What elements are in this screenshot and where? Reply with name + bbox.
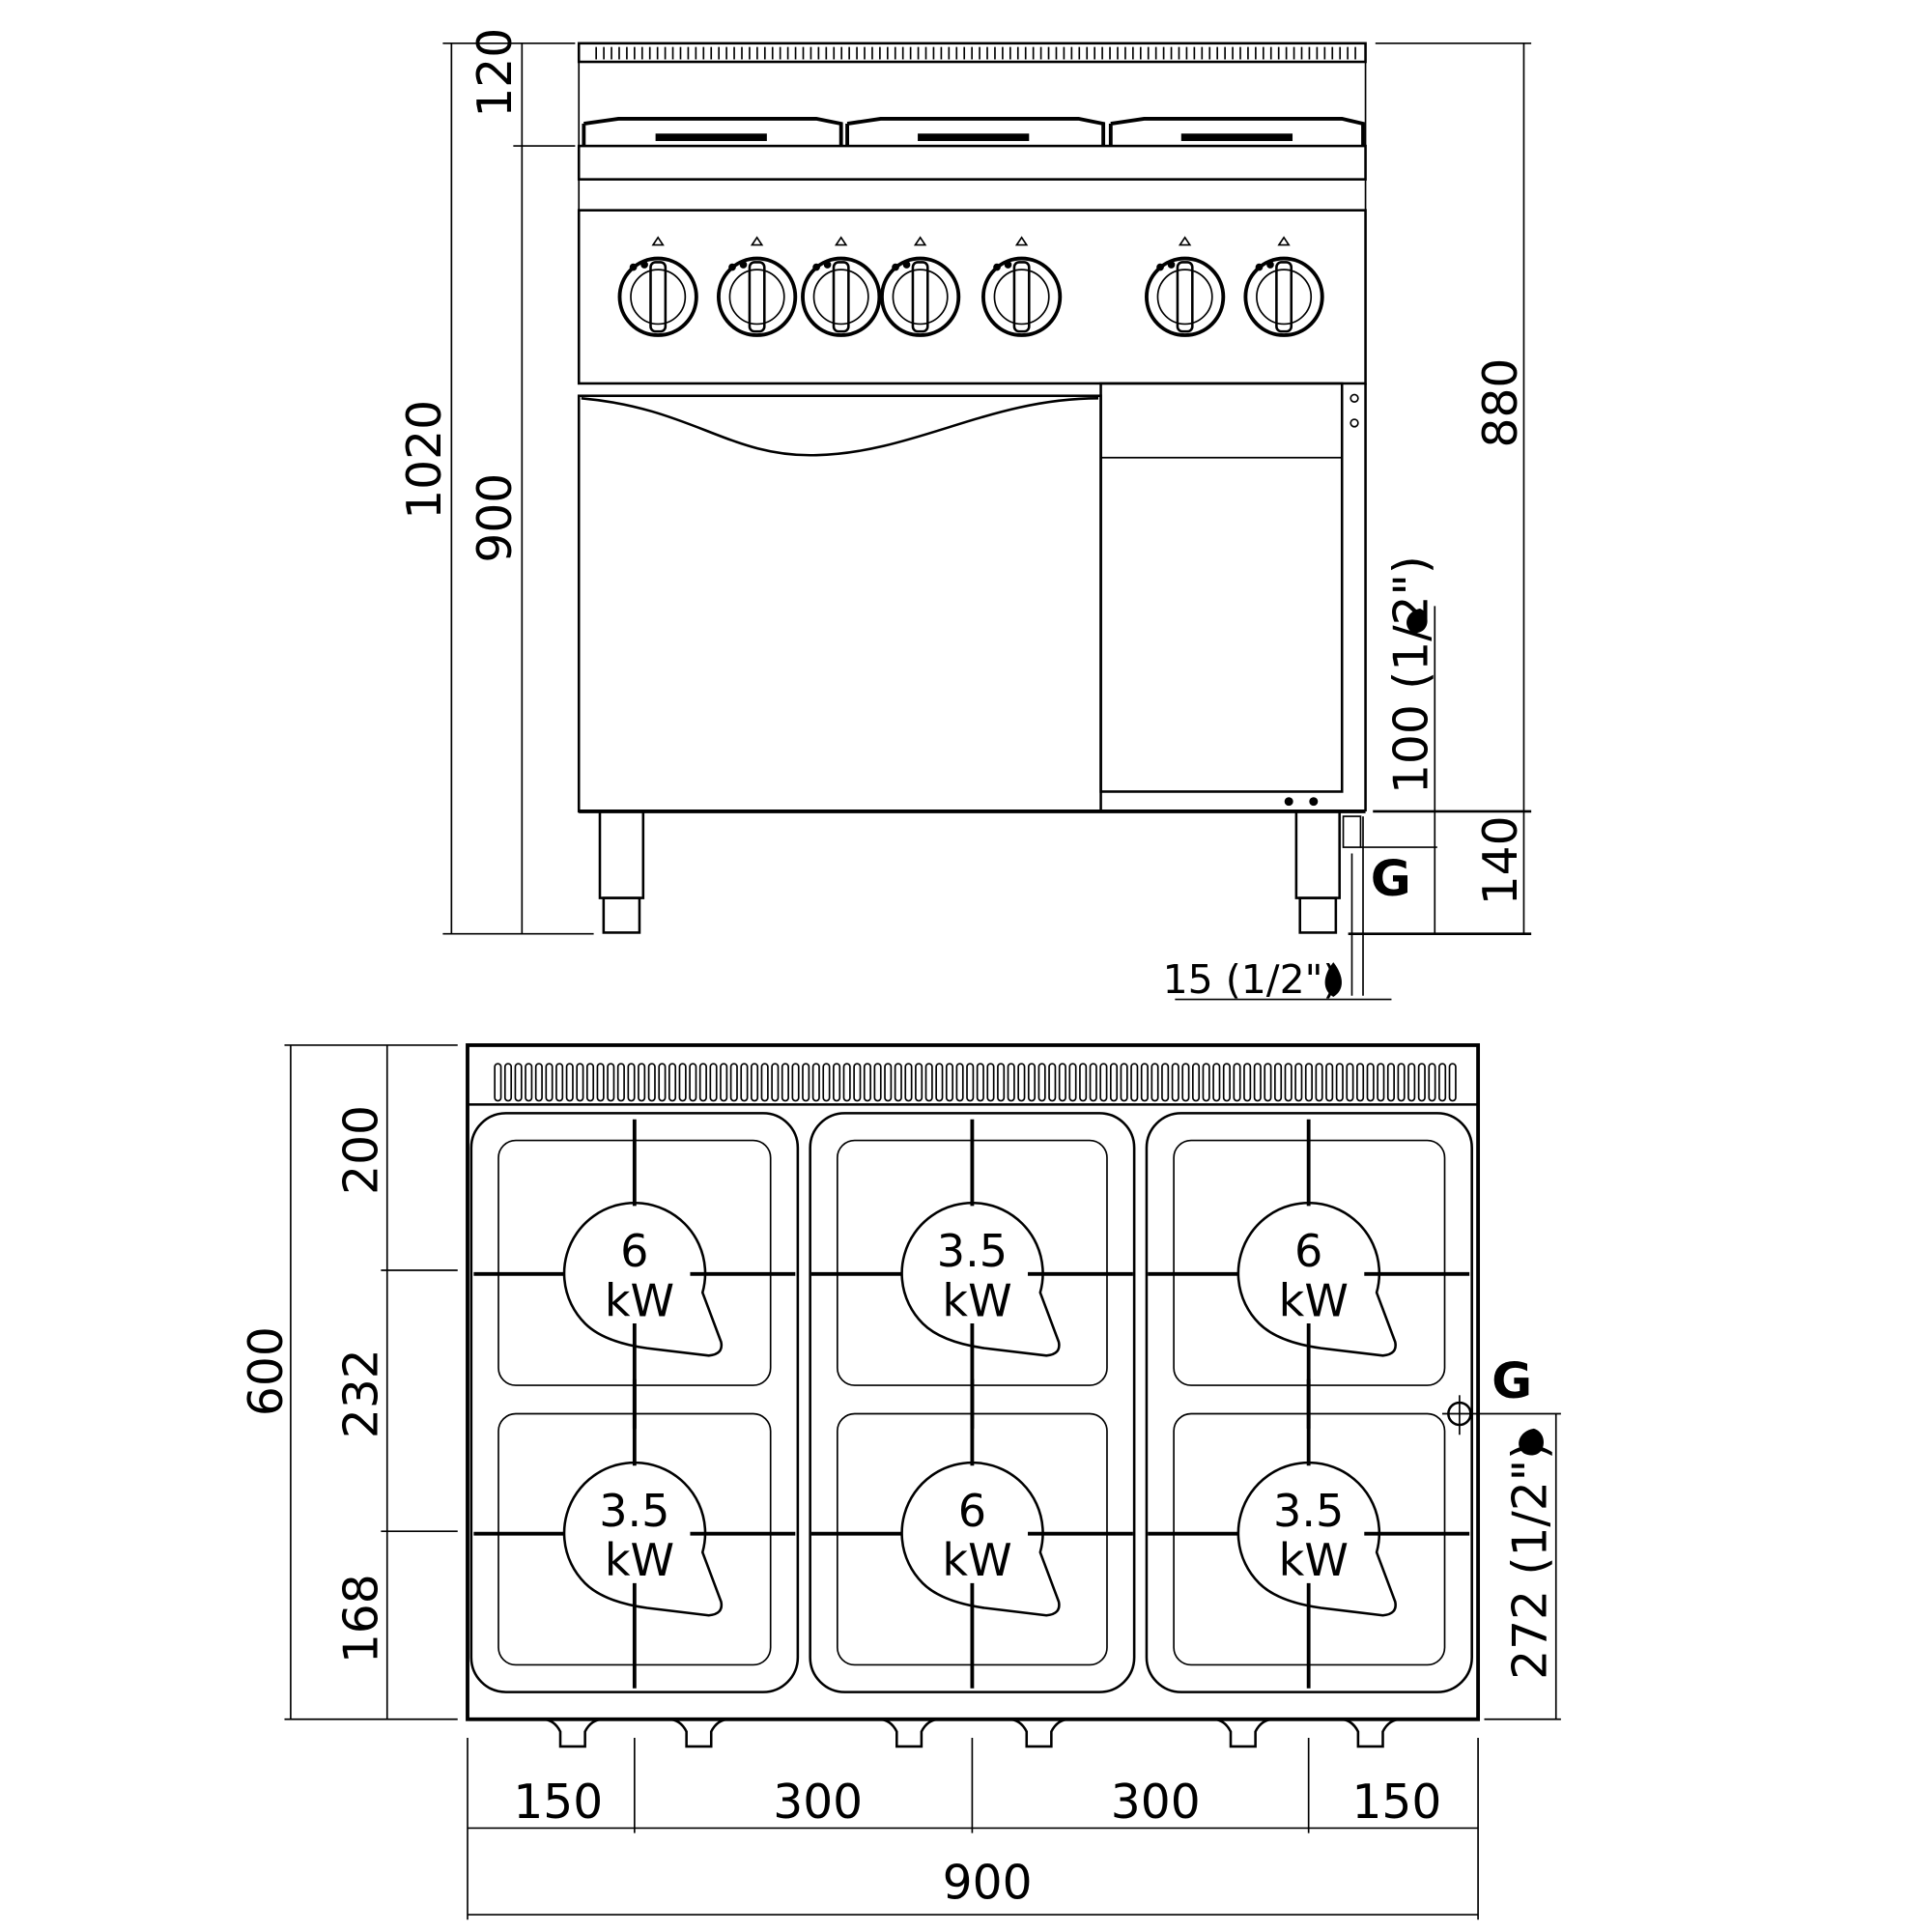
burner: 6kW <box>1148 1119 1470 1429</box>
burner-unit: kW <box>1279 1274 1349 1326</box>
burner-unit: kW <box>1279 1534 1349 1586</box>
foot <box>878 1718 941 1748</box>
burner-profiles <box>582 116 1365 147</box>
gas-flame-icon <box>1519 1428 1544 1456</box>
dim-width-3: 300 <box>1111 1776 1201 1830</box>
legs <box>598 810 1362 934</box>
hob-outline <box>466 1043 1481 1721</box>
gas-flame-icon <box>1406 608 1428 634</box>
foot <box>1008 1718 1070 1748</box>
front-dimensions <box>442 42 1532 1001</box>
burner: 3.5kW <box>473 1378 796 1689</box>
dim-depth-1: 200 <box>335 1105 389 1195</box>
control-knobs <box>617 236 1324 337</box>
gas-flame-icon <box>1324 962 1342 998</box>
storage-compartment <box>579 382 1367 813</box>
burner-unit: kW <box>942 1534 1011 1586</box>
control-panel <box>577 209 1367 385</box>
foot <box>1339 1718 1402 1748</box>
burner-unit: kW <box>605 1534 674 1586</box>
dim-gas-offset: 15 (1/2") <box>1163 956 1339 1003</box>
control-knob[interactable] <box>1145 236 1226 337</box>
burner-power: 3.5 <box>937 1225 1008 1277</box>
burner-power: 6 <box>620 1225 648 1277</box>
control-knob[interactable] <box>1243 236 1324 337</box>
backsplash-grille <box>494 1063 1457 1102</box>
burner: 3.5kW <box>1148 1378 1470 1689</box>
dim-top-height: 120 <box>469 28 523 118</box>
control-knob[interactable] <box>981 236 1063 337</box>
front-view: 120 1020 900 880 100 (1/2") 140 G 15 (1/… <box>398 28 1532 1003</box>
dim-overall-height: 1020 <box>398 400 452 520</box>
dim-body-height: 900 <box>469 473 523 563</box>
oven-door[interactable] <box>577 394 1102 813</box>
control-knob[interactable] <box>617 236 698 337</box>
dim-depth: 600 <box>240 1326 294 1416</box>
control-knob[interactable] <box>716 236 798 337</box>
hob-edge <box>577 144 1367 181</box>
burner-power: 6 <box>1294 1225 1322 1277</box>
foot <box>541 1718 604 1748</box>
gas-inlet <box>1441 1395 1561 1435</box>
backsplash <box>577 42 1367 147</box>
burner-unit: kW <box>605 1274 674 1326</box>
control-knob[interactable] <box>801 236 882 337</box>
burner-unit: kW <box>942 1274 1011 1326</box>
foot <box>1211 1718 1274 1748</box>
burner-power: 3.5 <box>1273 1485 1344 1537</box>
burner: 6kW <box>473 1119 796 1429</box>
dim-width-4: 150 <box>1351 1776 1441 1830</box>
burner-power: 3.5 <box>599 1485 669 1537</box>
gas-connection-label: G <box>1371 850 1411 908</box>
burner-power: 6 <box>958 1485 986 1537</box>
feet <box>541 1718 1402 1748</box>
dim-depth-3: 168 <box>335 1574 389 1663</box>
foot <box>668 1718 730 1748</box>
gas-connection-label: G <box>1492 1352 1532 1410</box>
dim-leg-height: 140 <box>1474 815 1528 905</box>
dim-width-1: 150 <box>513 1776 603 1830</box>
dim-total-width: 900 <box>943 1856 1033 1910</box>
dim-depth-2: 232 <box>335 1349 389 1438</box>
control-knob[interactable] <box>880 236 961 337</box>
dim-gas-depth: 272 (1/2") <box>1504 1441 1558 1680</box>
dim-right-height: 880 <box>1474 358 1528 448</box>
panel-top <box>578 178 1367 212</box>
dim-gas-height: 100 (1/2") <box>1385 555 1439 794</box>
burner: 6kW <box>810 1378 1133 1689</box>
dim-width-2: 300 <box>773 1776 863 1830</box>
top-dimensions <box>284 1044 1561 1920</box>
